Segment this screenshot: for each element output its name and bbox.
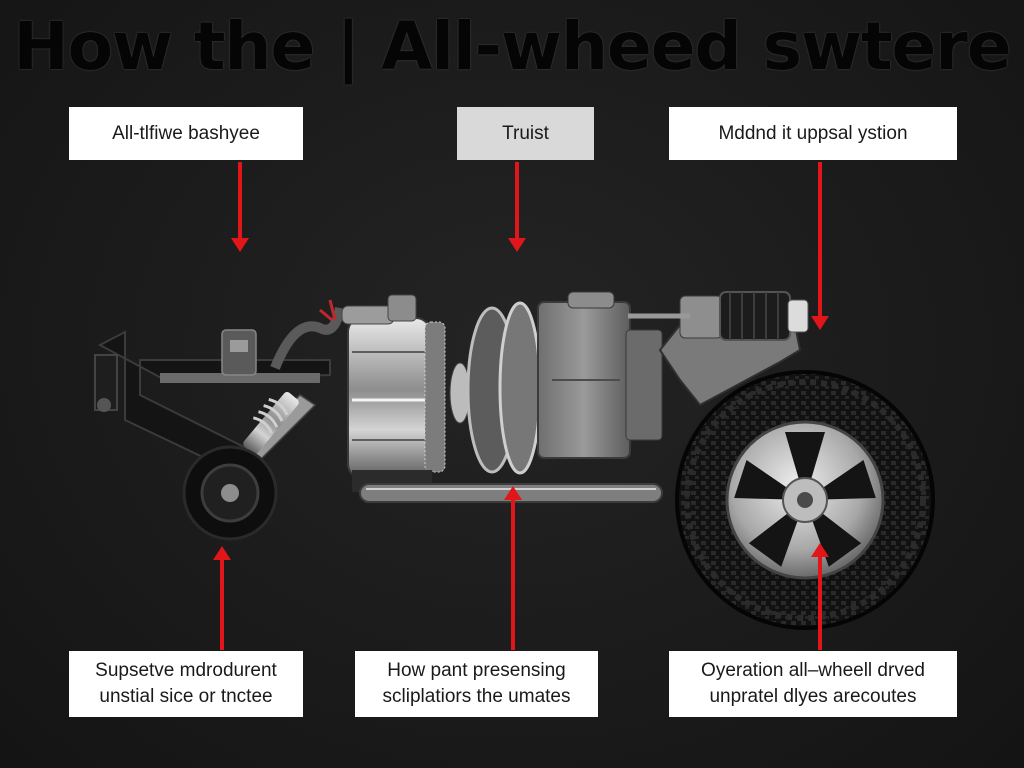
arrow-bottom-mid [504,486,522,650]
callout-text-line-2: unstial sice or tnctee [99,686,273,707]
callout-text: Truist [502,122,549,144]
callout-top-left: All-tlfiwe bashyee [69,107,303,160]
shock-absorber [243,392,299,454]
callout-text-line-2: unpratel dlyes arecoutes [709,686,917,707]
callout-top-mid: Truist [457,107,594,160]
transmission-gearbox [537,291,663,459]
arrow-bottom-right [811,543,829,650]
callout-text: Mddnd it uppsal ystion [718,122,908,144]
callout-bottom-left: Supsetve mdrodurent unstial sice or tnct… [69,651,303,717]
diagram-title: How the | All-wheed swtere [13,8,1011,85]
arrow-top-mid [508,162,526,252]
callout-text-line-1: Oyeration all–wheell drved [701,660,925,682]
callout-top-right: Mddnd it uppsal ystion [669,107,957,160]
callout-bottom-right: Oyeration all–wheell drved unpratel dlye… [669,651,957,717]
callout-text: All-tlfiwe bashyee [112,122,260,144]
clutch-flywheel [449,301,542,475]
callout-text-line-1: Supsetve mdrodurent [95,660,277,682]
callout-text-line-1: How pant presensing [387,660,566,682]
arrow-top-left [231,162,249,252]
arrow-bottom-left [213,546,231,650]
front-wheel [182,445,278,541]
callout-text-line-2: scliplatiors the umates [382,686,571,707]
arrow-top-right [811,162,829,330]
rear-differential [628,291,809,407]
callout-bottom-mid: How pant presensing scliplatiors the uma… [355,651,598,717]
engine-block [341,294,446,492]
callout-arrows [213,162,829,650]
rear-wheel [675,370,935,630]
